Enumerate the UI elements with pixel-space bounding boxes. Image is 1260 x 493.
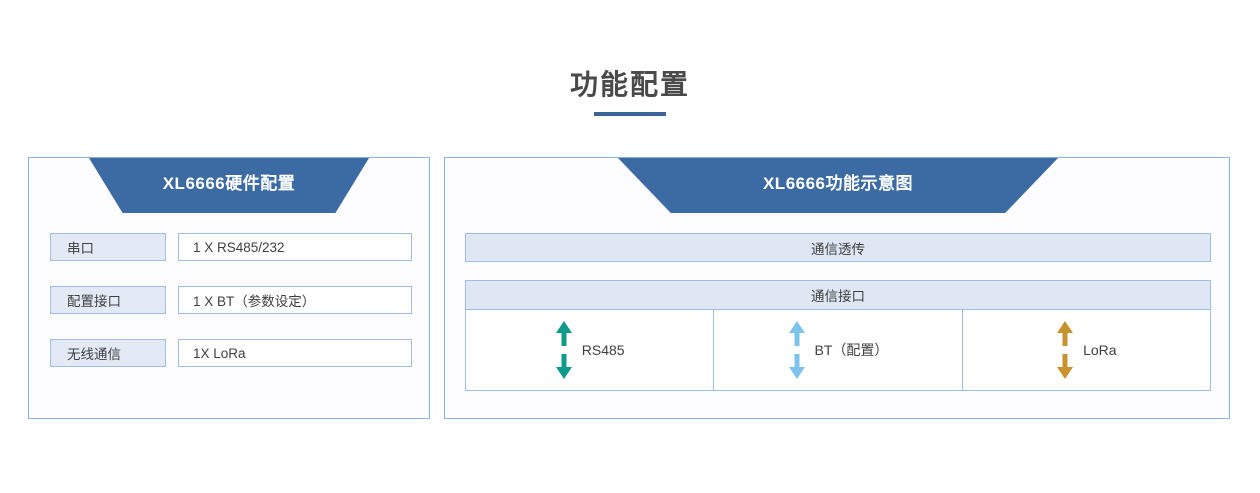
communication-interface-box: 通信接口 RS485 BT（配置） (465, 280, 1211, 391)
interface-cell-rs485: RS485 (466, 310, 715, 390)
hardware-spec-list: 串口 1 X RS485/232 配置接口 1 X BT（参数设定） 无线通信 … (50, 233, 412, 367)
table-row: 串口 1 X RS485/232 (50, 233, 412, 261)
communication-interface-title: 通信接口 (466, 281, 1210, 310)
interface-label: LoRa (1083, 342, 1117, 358)
spec-label: 配置接口 (50, 286, 166, 314)
page-title-block: 功能配置 (0, 66, 1260, 116)
function-diagram-banner: XL6666功能示意图 (618, 158, 1058, 213)
table-row: 无线通信 1X LoRa (50, 339, 412, 367)
double-arrow-vertical-icon (555, 321, 573, 379)
spec-value: 1 X BT（参数设定） (178, 286, 412, 314)
interface-cell-lora: LoRa (963, 310, 1210, 390)
double-arrow-vertical-icon (788, 321, 806, 379)
page-title: 功能配置 (569, 69, 690, 100)
double-arrow-vertical-icon (1056, 321, 1074, 379)
spec-value: 1X LoRa (178, 339, 412, 367)
communication-interface-cells: RS485 BT（配置） LoRa (466, 310, 1210, 390)
hardware-config-panel: XL6666硬件配置 串口 1 X RS485/232 配置接口 1 X BT（… (28, 157, 430, 419)
title-underline (594, 112, 666, 116)
transparent-transmission-bar: 通信透传 (465, 233, 1211, 262)
spec-label: 无线通信 (50, 339, 166, 367)
spec-label: 串口 (50, 233, 166, 261)
function-diagram-banner-title: XL6666功能示意图 (762, 173, 914, 193)
hardware-config-banner: XL6666硬件配置 (89, 158, 369, 213)
hardware-config-banner-title: XL6666硬件配置 (162, 173, 296, 193)
interface-label: RS485 (581, 342, 625, 358)
table-row: 配置接口 1 X BT（参数设定） (50, 286, 412, 314)
interface-cell-bt: BT（配置） (714, 310, 963, 390)
interface-label: BT（配置） (814, 342, 889, 358)
function-diagram-panel: XL6666功能示意图 通信透传 通信接口 RS485 (444, 157, 1230, 419)
spec-value: 1 X RS485/232 (178, 233, 412, 261)
